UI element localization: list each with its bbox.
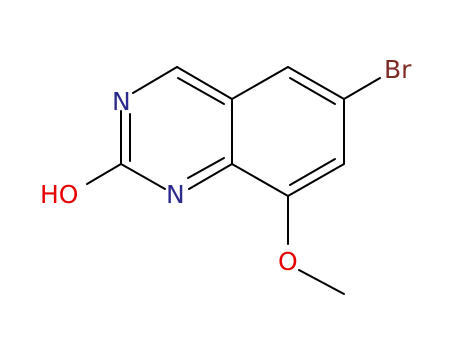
bond-n1-c8a-inner <box>187 157 225 179</box>
bond-n1-c8a <box>188 163 233 190</box>
bond-c7-c8 <box>287 163 345 197</box>
bond-c2-oh <box>86 163 122 185</box>
bonds <box>86 66 381 295</box>
atom-br: Br <box>384 55 412 84</box>
bond-c8-c8a <box>231 163 289 197</box>
bond-c7-c8-inner <box>289 158 336 186</box>
bond-c4-n3 <box>132 66 178 94</box>
bond-c2-n1 <box>120 163 166 190</box>
bond-c5-c6 <box>287 66 345 100</box>
bond-c5-c6-inner <box>289 77 336 105</box>
atom-hydroxyl: HO <box>40 180 78 209</box>
bond-c4-c4a-inner <box>177 77 225 105</box>
atom-methoxy-oxygen: O <box>278 247 298 276</box>
atom-n3: N <box>112 87 131 116</box>
bond-c4a-c4 <box>176 66 233 100</box>
bond-o-ch3 <box>298 269 345 295</box>
bond-c6-br <box>343 77 381 100</box>
atom-labels: Br N N HO O <box>40 55 412 276</box>
bond-c4a-c5 <box>231 66 289 100</box>
atom-n1: N <box>166 180 185 209</box>
